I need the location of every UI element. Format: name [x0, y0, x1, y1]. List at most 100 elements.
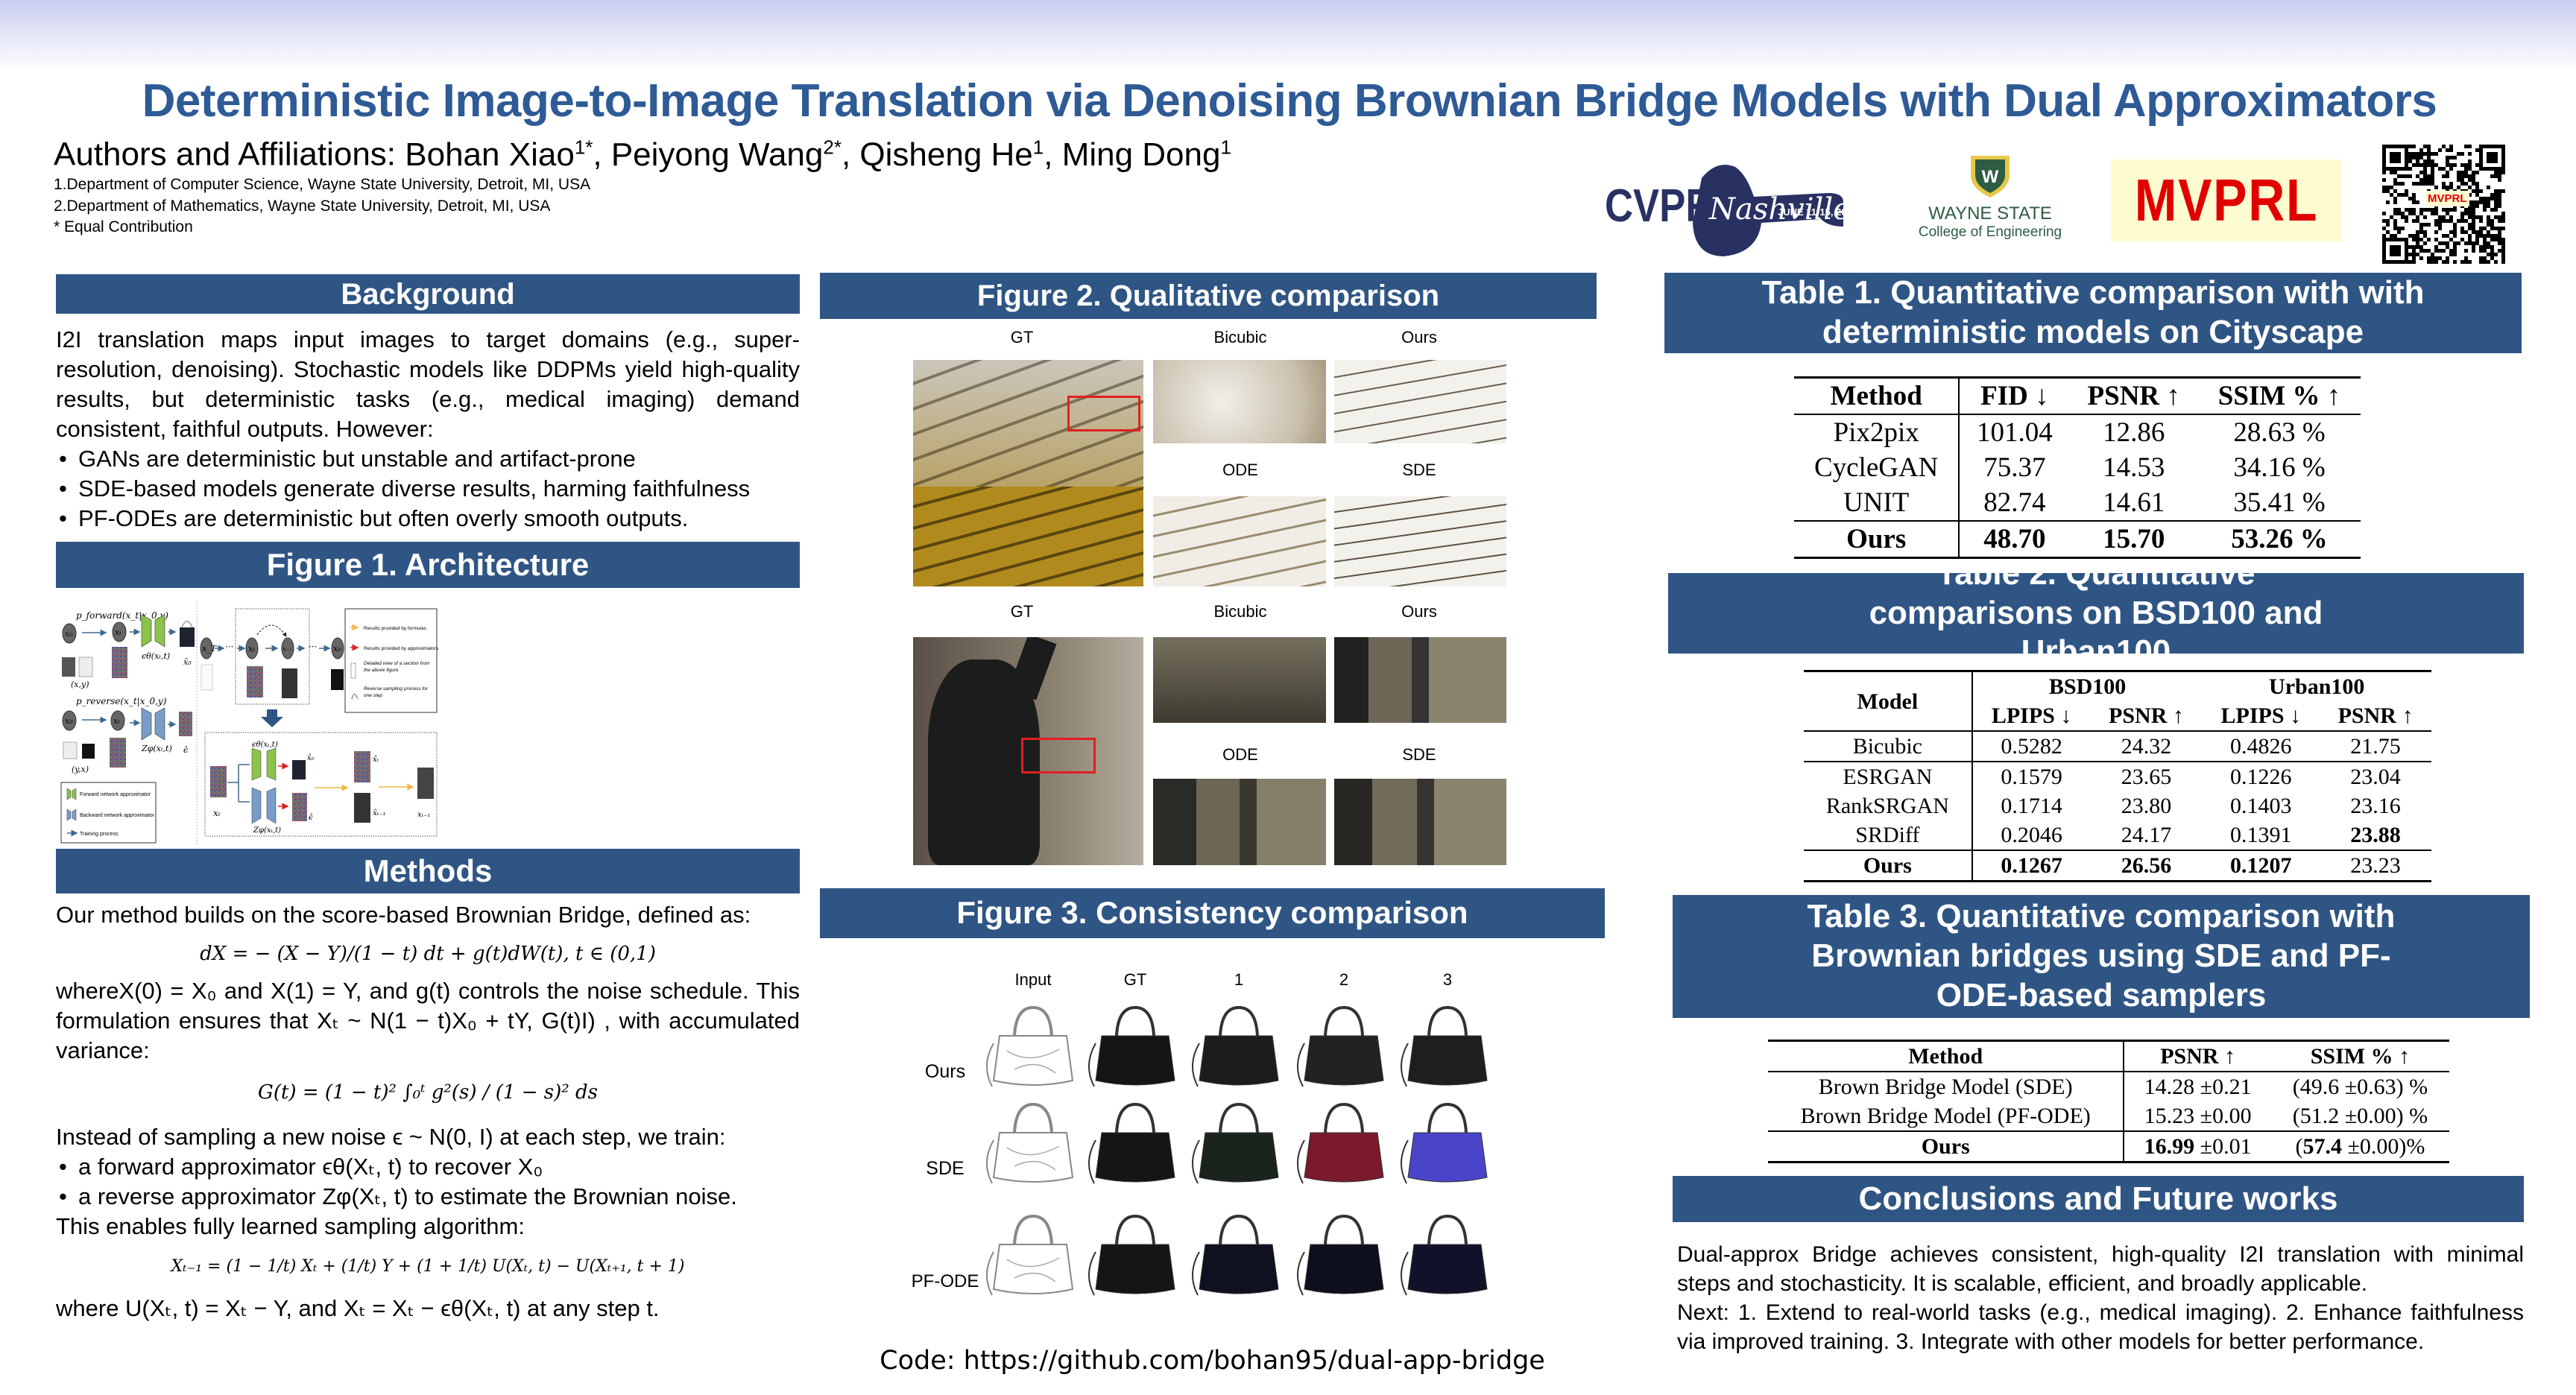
input-sketch-image	[986, 1214, 1074, 1296]
training-panel: p_forward(x_t|x_0,y) x₀ xₜ ϵθ(xₜ,t) x̂₀ …	[60, 610, 195, 844]
svg-text:Zφ(xₜ,t): Zφ(xₜ,t)	[141, 744, 172, 753]
label-sde: SDE	[1402, 745, 1436, 764]
generated-bag-image	[1192, 1214, 1279, 1296]
gt-bag-image	[1088, 1102, 1175, 1184]
forward-network-icon	[141, 614, 165, 648]
bag-thumbnail	[82, 744, 95, 759]
affiliation-2: 2.Department of Mathematics, Wayne State…	[54, 197, 551, 215]
conclusions-section: Dual-approx Bridge achieves consistent, …	[1677, 1240, 2524, 1356]
generated-bag-image	[1297, 1005, 1384, 1087]
svg-text:Zφ(xₜ,t): Zφ(xₜ,t)	[253, 826, 281, 835]
wayne-state-logo: W WAYNE STATE College of Engineering	[1908, 153, 2072, 253]
methods-bullet: a reverse approximator Zφ(Xₜ, t) to esti…	[56, 1182, 800, 1212]
gt-image-statue	[913, 637, 1143, 865]
wayne-state-name: WAYNE STATE	[1928, 203, 2052, 224]
equation-sde: dX = − (X − Y)/(1 − t) dt + g(t)dW(t), t…	[200, 943, 656, 965]
table2-heading: Table 2. Quantitative comparisons on BSD…	[1668, 555, 2524, 670]
bag-thumbnail	[62, 657, 75, 677]
poster-title: Deterministic Image-to-Image Translation…	[142, 75, 2437, 127]
svg-text:xₜ: xₜ	[213, 808, 221, 818]
author: Qisheng He1	[859, 136, 1044, 173]
svg-text:ϵ̂: ϵ̂	[183, 745, 188, 755]
qr-label: MVPRL	[2425, 191, 2469, 206]
svg-text:Results provided by formulas: Results provided by formulas	[364, 626, 427, 631]
svg-text:Results provided by approximat: Results provided by approximators	[364, 646, 439, 651]
authors-prefix: Authors and Affiliations:	[54, 136, 405, 173]
bicubic-crop	[1153, 637, 1326, 723]
svg-text:xₜ₋₁: xₜ₋₁	[282, 646, 291, 652]
code-link[interactable]: Code: https://github.com/bohan95/dual-ap…	[880, 1346, 1545, 1376]
label-sde: SDE	[1402, 461, 1436, 479]
svg-text:JUNE 11-15, 2025: JUNE 11-15, 2025	[1778, 206, 1857, 218]
gt-bag-image	[1088, 1214, 1175, 1296]
table-row-ours: Ours 16.99 ±0.01 (57.4 ±0.00)%	[1768, 1131, 2449, 1162]
conclusions-next-steps: Next: 1. Extend to real-world tasks (e.g…	[1677, 1300, 2524, 1354]
methods-paragraph: Instead of sampling a new noise ϵ ~ N(0,…	[56, 1124, 726, 1150]
conclusions-heading: Conclusions and Future works	[1673, 1176, 2524, 1222]
top-gradient-band	[0, 0, 2576, 71]
methods-bullet: a forward approximator ϵθ(Xₜ, t) to reco…	[56, 1152, 800, 1182]
noisy-thumbnail	[354, 751, 370, 782]
svg-text:p_reverse(x_t|x_0,y): p_reverse(x_t|x_0,y)	[76, 696, 167, 706]
background-heading: Background	[56, 274, 800, 314]
background-bullet: PF-ODEs are deterministic but often over…	[56, 504, 800, 534]
noise-thumbnail	[292, 793, 307, 821]
gt-image-brick	[913, 360, 1143, 586]
label-ours: Ours	[1401, 602, 1437, 621]
affiliation-1: 1.Department of Computer Science, Wayne …	[54, 176, 591, 193]
qualitative-figure: GT Bicubic Ours ODE SDE GT Bicubic Ours …	[820, 325, 1597, 869]
gt-bag-image	[1088, 1005, 1175, 1087]
svg-text:xₜ: xₜ	[248, 644, 255, 654]
node-xt	[112, 621, 127, 642]
label-ode: ODE	[1222, 745, 1258, 764]
column-label: 2	[1339, 970, 1349, 989]
bag-thumbnail	[354, 793, 370, 823]
figure1-heading: Figure 1. Architecture	[56, 542, 800, 588]
row-label: Ours	[924, 1061, 966, 1082]
column-label: 1	[1234, 970, 1244, 989]
bag-thumbnail	[331, 669, 344, 690]
svg-text:xₜ: xₜ	[113, 716, 120, 726]
college-name: College of Engineering	[1918, 224, 2062, 240]
svg-text:W: W	[1982, 167, 1999, 187]
svg-text:(x,y): (x,y)	[71, 680, 89, 689]
generated-bag-image	[1297, 1214, 1384, 1296]
bicubic-crop	[1153, 360, 1326, 443]
label-bicubic: Bicubic	[1213, 328, 1267, 347]
cvpr-logo: CVPR Nashville JUNE 11-15, 2025	[1605, 156, 1866, 260]
noisy-thumbnail	[210, 766, 227, 797]
methods-paragraph: whereX(0) = X₀ and X(1) = Y, and g(t) co…	[56, 978, 800, 1063]
background-bullet: SDE-based models generate diverse result…	[56, 474, 800, 504]
qr-code[interactable]: MVPRL	[2382, 145, 2505, 264]
svg-text:CVPR: CVPR	[1605, 180, 1714, 232]
bag-thumbnail	[417, 768, 434, 799]
generated-bag-image	[1401, 1102, 1488, 1184]
column-label: 3	[1442, 970, 1453, 989]
svg-text:x̂ₜ₋₁: x̂ₜ₋₁	[373, 809, 385, 817]
author: Bohan Xiao1*	[405, 136, 593, 173]
background-paragraph: I2I translation maps input images to tar…	[56, 326, 800, 442]
row-label: PF-ODE	[911, 1271, 979, 1291]
column-label: GT	[1123, 970, 1147, 989]
backward-network-icon	[141, 707, 165, 741]
sde-crop	[1334, 496, 1506, 586]
svg-text:x_T: x_T	[202, 644, 218, 654]
sde-crop	[1334, 779, 1506, 865]
generated-bag-image	[1401, 1214, 1488, 1296]
svg-text:Forward network approximator: Forward network approximator	[80, 792, 151, 797]
generated-bag-image	[1297, 1102, 1384, 1184]
table-subheader-row: LPIPS ↓PSNR ↑LPIPS ↓PSNR ↑	[1804, 701, 2431, 731]
label-ours: Ours	[1401, 328, 1437, 347]
author: Peiyong Wang2*	[610, 136, 842, 173]
svg-text:Training process: Training process	[80, 832, 119, 837]
label-gt: GT	[1010, 602, 1034, 621]
sketch-thumbnail	[201, 664, 213, 691]
forward-network-icon	[251, 747, 277, 781]
node-xt	[110, 710, 125, 731]
label-ode: ODE	[1222, 461, 1258, 479]
